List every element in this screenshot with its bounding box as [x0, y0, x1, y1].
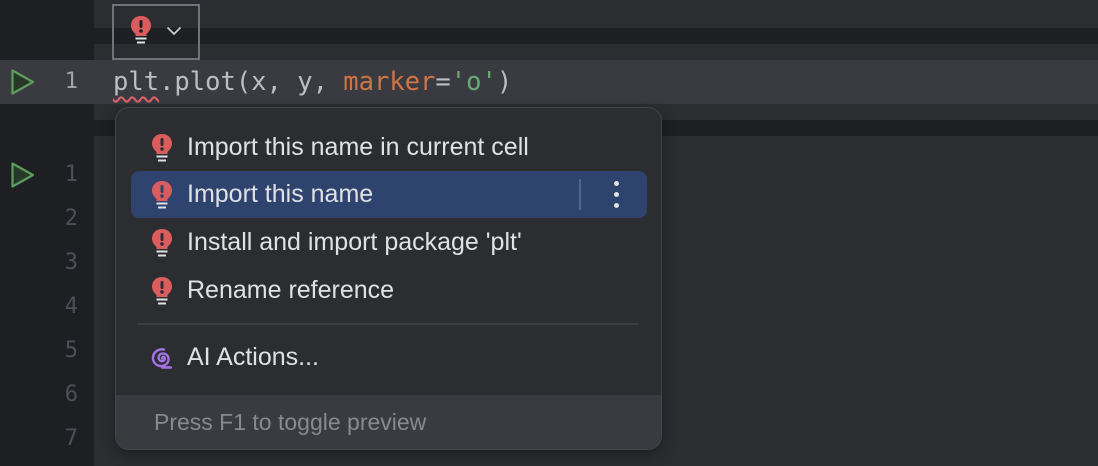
line-number: 5 — [64, 338, 78, 363]
popup-footer: Press F1 to toggle preview — [116, 395, 661, 449]
menu-item-label: Import this name — [187, 180, 374, 208]
error-bulb-icon — [130, 15, 152, 50]
footer-hint: Press F1 to toggle preview — [154, 408, 427, 435]
cell-separator — [94, 28, 1098, 44]
menu-item-rename-reference[interactable]: Rename reference — [131, 267, 647, 314]
code-text: ) — [496, 67, 513, 97]
line-number: 2 — [64, 206, 78, 231]
code-text: .plot(x, y, — [159, 67, 344, 97]
menu-item-label: AI Actions... — [187, 343, 320, 371]
menu-item-label: Import this name in current cell — [187, 133, 529, 161]
keyword-argument: marker — [343, 67, 436, 97]
error-bulb-icon — [149, 275, 175, 307]
error-bulb-icon — [149, 179, 175, 211]
line-number: 1 — [64, 162, 78, 187]
menu-item-install-and-import[interactable]: Install and import package 'plt' — [131, 219, 647, 266]
more-options-button[interactable] — [601, 177, 631, 212]
line-number: 3 — [64, 250, 78, 275]
cell-top-area — [94, 0, 1098, 28]
menu-item-import-in-current-cell[interactable]: Import this name in current cell — [131, 124, 647, 171]
menu-item-label: Install and import package 'plt' — [187, 228, 522, 256]
intention-actions-button[interactable] — [112, 4, 200, 60]
kebab-dot-icon — [613, 181, 619, 186]
kebab-dot-icon — [613, 203, 619, 208]
code-line[interactable]: plt.plot(x, y, marker='o') — [113, 60, 512, 104]
current-line-highlight — [0, 60, 1098, 104]
cell-1-padding-top — [94, 44, 1098, 60]
line-number: 7 — [64, 426, 78, 451]
menu-item-label: Rename reference — [187, 276, 395, 304]
run-cell-button[interactable] — [10, 161, 36, 189]
error-bulb-icon — [149, 132, 175, 164]
string-literal: 'o' — [450, 67, 497, 97]
error-bulb-icon — [149, 227, 175, 259]
kebab-dot-icon — [613, 192, 619, 197]
line-number: 4 — [64, 294, 78, 319]
intention-actions-popup: Import this name in current cell Import … — [115, 107, 662, 450]
run-cell-button[interactable] — [10, 68, 36, 96]
menu-item-import-this-name[interactable]: Import this name — [131, 171, 647, 218]
line-number: 1 — [64, 69, 78, 94]
menu-item-ai-actions[interactable]: AI Actions... — [131, 334, 647, 381]
line-number: 6 — [64, 382, 78, 407]
unresolved-reference[interactable]: plt — [113, 67, 160, 97]
run-icon — [11, 69, 35, 95]
item-divider — [579, 179, 581, 210]
run-icon — [11, 162, 35, 188]
menu-divider — [138, 323, 638, 325]
code-text: = — [435, 67, 451, 97]
chevron-down-icon — [166, 23, 182, 41]
ai-spiral-icon — [149, 342, 175, 374]
